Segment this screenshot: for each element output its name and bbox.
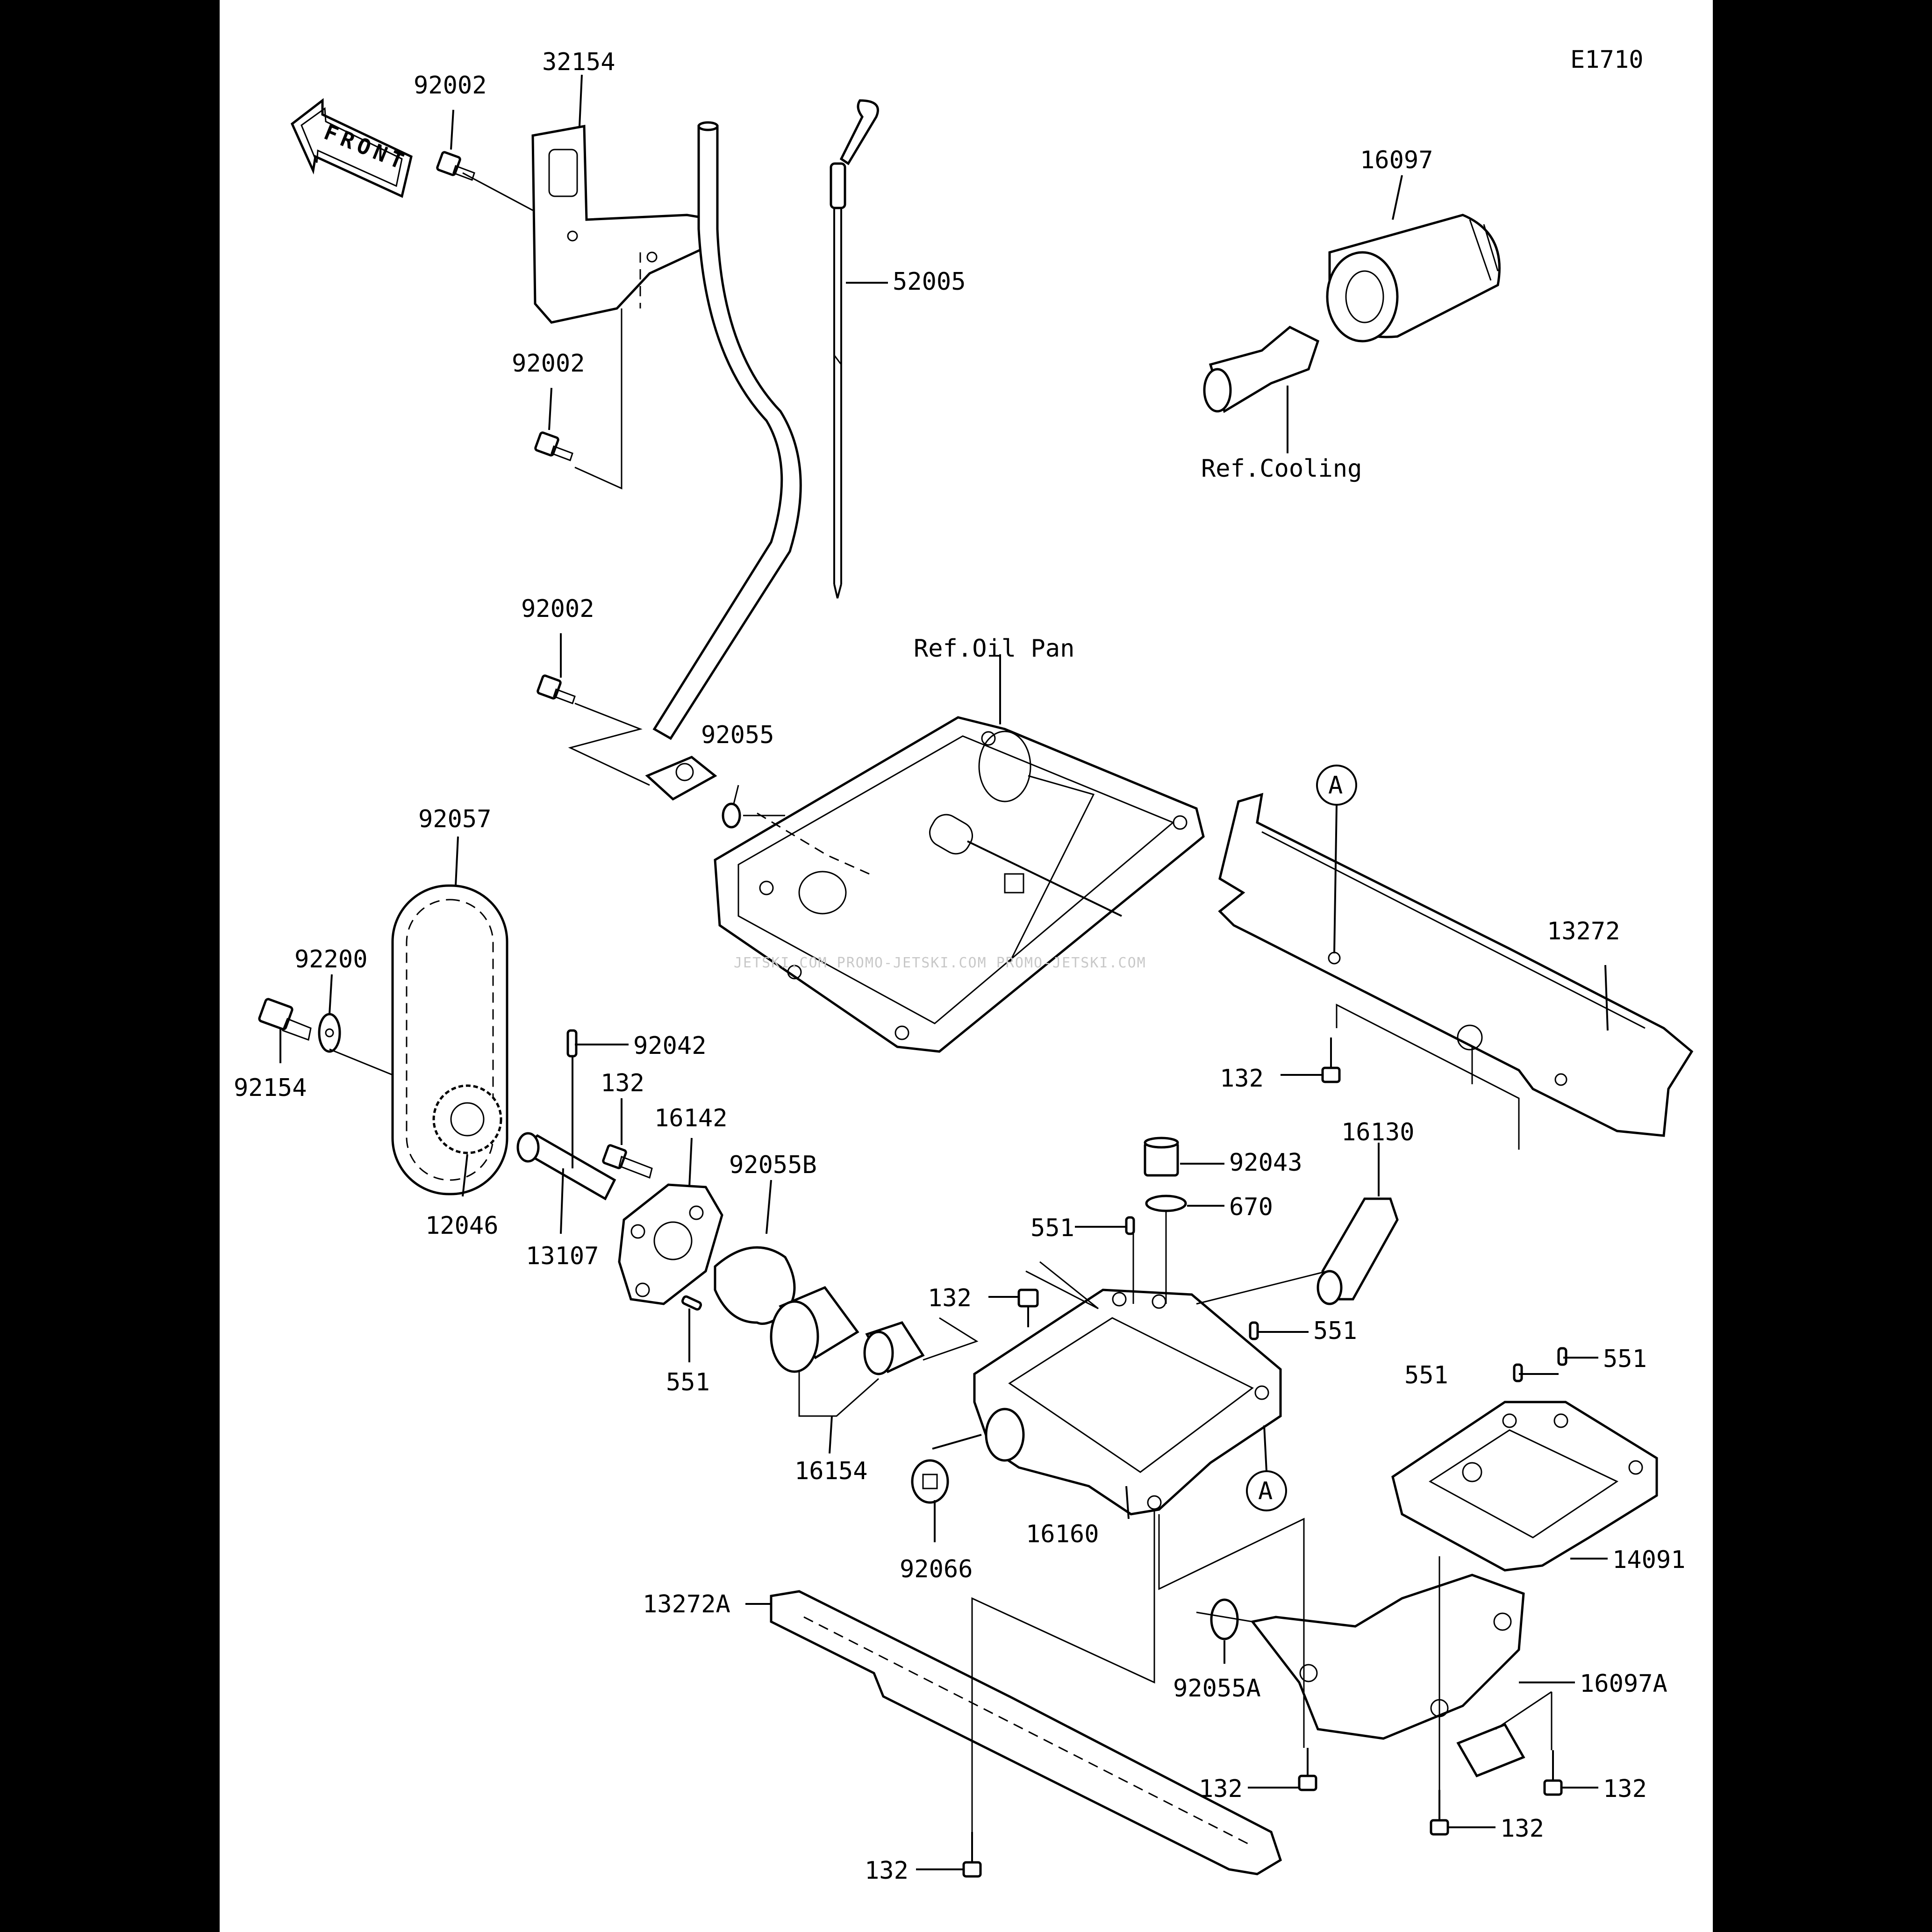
label-132-housing-c: 132 xyxy=(1603,1775,1647,1803)
plug-92066 xyxy=(911,1459,949,1504)
pin-551-a xyxy=(681,1295,702,1311)
label-551-a: 551 xyxy=(666,1368,710,1396)
callout-a-top-label: A xyxy=(1328,772,1343,800)
bolt-132-lower xyxy=(962,1832,982,1878)
sprocket-12046 xyxy=(432,1084,502,1154)
gasket-13272 xyxy=(1218,793,1694,1137)
label-92043: 92043 xyxy=(1229,1149,1302,1177)
ref-cooling: Ref.Cooling xyxy=(1201,455,1362,483)
label-670: 670 xyxy=(1229,1193,1273,1221)
label-14091: 14091 xyxy=(1612,1546,1686,1574)
housing-16097A xyxy=(1250,1574,1525,1778)
label-551-b: 551 xyxy=(1030,1214,1074,1242)
label-92002-c: 92002 xyxy=(521,595,594,623)
pump-cover-16142 xyxy=(618,1183,723,1305)
label-92002-a: 92002 xyxy=(414,72,487,100)
pump-body-16160 xyxy=(973,1288,1282,1516)
label-92042: 92042 xyxy=(633,1032,707,1060)
bolt-92002-c xyxy=(537,674,576,704)
label-132-housing-a: 132 xyxy=(1199,1775,1243,1803)
label-16142: 16142 xyxy=(654,1104,728,1132)
washer-92200 xyxy=(318,1013,341,1053)
pin-551-b xyxy=(1125,1216,1135,1235)
label-92055A: 92055A xyxy=(1173,1674,1261,1703)
o-ring-670 xyxy=(1145,1195,1187,1212)
bolt-132-pump xyxy=(602,1144,653,1179)
label-551-d: 551 xyxy=(1404,1361,1448,1389)
label-32154: 32154 xyxy=(542,48,615,76)
oil-filter-16097 xyxy=(1326,214,1501,343)
label-92200: 92200 xyxy=(294,945,368,973)
label-132-gasket: 132 xyxy=(1220,1065,1264,1093)
ref-oil-pan: Ref.Oil Pan xyxy=(914,635,1074,663)
label-92154: 92154 xyxy=(234,1074,307,1102)
bolt-132-housing-b xyxy=(1430,1790,1449,1836)
cover-14091 xyxy=(1391,1401,1658,1572)
oil-pan-ref xyxy=(714,716,1205,1053)
bolt-132-housing-c xyxy=(1543,1750,1563,1796)
label-13272A: 13272A xyxy=(643,1590,730,1618)
watermark: JETSKI.COM PROMO-JETSKI.COM PROMO-JETSKI… xyxy=(734,955,1146,971)
label-132-pump: 132 xyxy=(601,1069,644,1097)
o-ring-92055A xyxy=(1210,1598,1239,1640)
label-92057: 92057 xyxy=(418,805,492,833)
callout-a-bottom-label: A xyxy=(1258,1477,1273,1505)
relief-valve-16130 xyxy=(1317,1197,1399,1305)
label-92055B: 92055B xyxy=(729,1151,817,1179)
bolt-132-housing-a xyxy=(1298,1748,1317,1791)
oil-level-tube xyxy=(652,125,802,740)
gasket-13272A xyxy=(770,1590,1282,1875)
bolt-92002-a xyxy=(436,151,475,181)
label-92066: 92066 xyxy=(900,1555,973,1583)
rotor-16154 xyxy=(770,1286,925,1375)
diagram-code: E1710 xyxy=(1570,46,1644,74)
bolt-132-gasket xyxy=(1321,1038,1341,1083)
label-132-lower: 132 xyxy=(865,1857,909,1885)
label-16097: 16097 xyxy=(1360,146,1433,174)
shaft-13107 xyxy=(516,1132,616,1201)
label-13107: 13107 xyxy=(526,1242,599,1270)
bolt-92002-b xyxy=(534,431,573,461)
o-ring-92055 xyxy=(722,802,741,829)
tube-flange xyxy=(645,756,717,801)
bracket-32154 xyxy=(531,125,716,324)
filter-fitting xyxy=(1203,326,1320,413)
label-16154: 16154 xyxy=(794,1457,868,1485)
leader-lines xyxy=(279,74,1609,1870)
label-16160: 16160 xyxy=(1026,1520,1099,1548)
label-132-housing-b: 132 xyxy=(1500,1815,1544,1843)
pin-92042 xyxy=(566,1029,578,1058)
bolt-132-body xyxy=(1017,1288,1039,1327)
label-12046: 12046 xyxy=(425,1212,499,1240)
label-52005: 52005 xyxy=(893,268,966,296)
label-16130: 16130 xyxy=(1341,1118,1415,1146)
label-132-body: 132 xyxy=(928,1284,972,1312)
pin-551-d xyxy=(1513,1363,1523,1382)
label-13272: 13272 xyxy=(1547,917,1620,945)
label-92055: 92055 xyxy=(701,721,774,749)
label-92002-b: 92002 xyxy=(512,350,585,378)
bolt-92154 xyxy=(258,998,312,1041)
callout-a-top: A xyxy=(1316,765,1357,954)
collar-92043 xyxy=(1144,1137,1179,1177)
dipstick-52005 xyxy=(830,99,879,599)
label-16097A: 16097A xyxy=(1580,1670,1667,1698)
label-551-c: 551 xyxy=(1313,1317,1357,1345)
front-arrow-icon: FRONT xyxy=(290,98,413,198)
pin-551-c xyxy=(1249,1321,1259,1340)
pin-551-e xyxy=(1557,1347,1567,1366)
label-551-e: 551 xyxy=(1603,1345,1647,1373)
callout-a-bottom: A xyxy=(1246,1425,1287,1511)
